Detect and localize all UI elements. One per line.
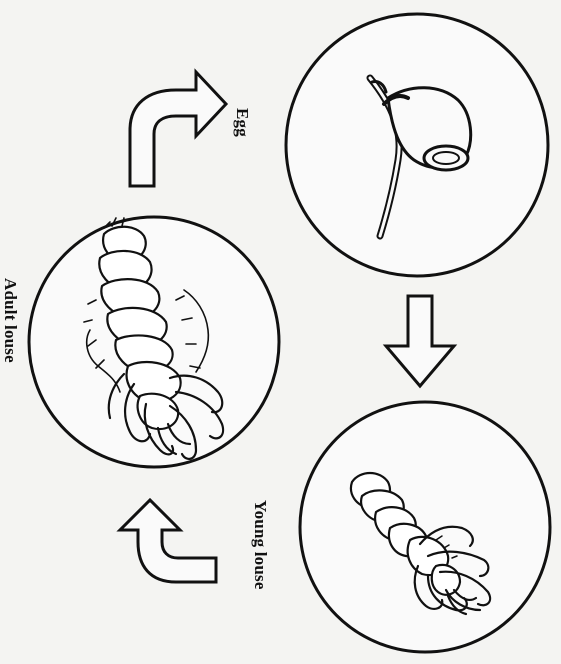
young-louse-stage-circle — [300, 402, 550, 652]
young-louse-label: Young louse — [250, 500, 270, 590]
egg-label: Egg — [232, 108, 252, 137]
egg-stage — [286, 14, 548, 276]
young-louse-stage — [300, 402, 550, 652]
arrow-young-louse-to-adult — [120, 500, 216, 582]
adult-louse-stage — [29, 217, 279, 467]
arrow-adult-to-egg — [130, 72, 226, 186]
adult-louse-label: Adult louse — [0, 278, 20, 363]
arrow-egg-to-young-louse — [386, 296, 454, 386]
